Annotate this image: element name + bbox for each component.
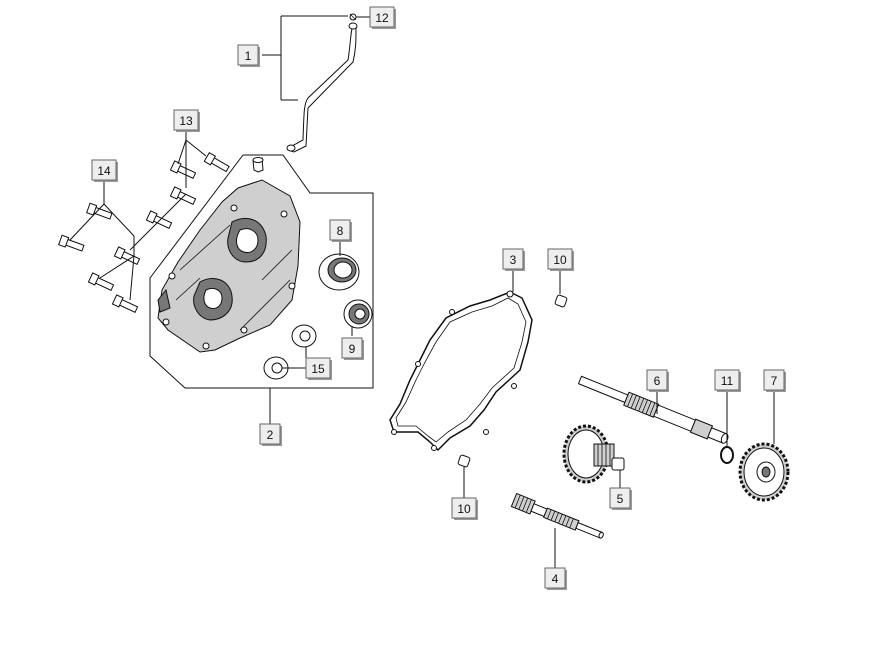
svg-text:4: 4	[552, 572, 559, 586]
callout-4: 4	[544, 567, 567, 590]
svg-text:15: 15	[311, 362, 325, 376]
part-13-bolts	[113, 151, 230, 265]
callout-9: 9	[341, 337, 364, 360]
callout-6: 6	[646, 369, 669, 392]
part-10-dowel-upper	[554, 294, 568, 308]
svg-text:1: 1	[245, 49, 252, 63]
callout-2: 2	[259, 423, 282, 446]
callout-11: 11	[714, 369, 741, 392]
part-4-shaft	[510, 492, 604, 539]
svg-text:13: 13	[179, 114, 193, 128]
callout-7: 7	[763, 369, 786, 392]
part-12-clip	[349, 13, 357, 21]
part-14-bolts	[58, 202, 139, 313]
svg-text:12: 12	[375, 11, 389, 25]
callout-10-lower: 10	[451, 497, 478, 520]
callout-13: 13	[173, 109, 200, 132]
svg-text:5: 5	[617, 492, 624, 506]
part-5-gear	[562, 424, 625, 484]
callout-12: 12	[369, 6, 396, 29]
svg-text:7: 7	[771, 374, 778, 388]
svg-text:10: 10	[553, 253, 567, 267]
svg-text:2: 2	[267, 428, 274, 442]
part-15-washers	[263, 324, 317, 380]
svg-text:9: 9	[349, 342, 356, 356]
svg-text:14: 14	[97, 164, 111, 178]
part-1-breather-pipe	[286, 22, 358, 153]
part-10-dowel-lower	[457, 454, 471, 468]
part-7-gear	[738, 442, 790, 502]
callout-5: 5	[609, 487, 632, 510]
svg-text:11: 11	[721, 374, 734, 388]
part-11-circlip	[720, 446, 734, 464]
svg-text:6: 6	[654, 374, 661, 388]
part-8-seal	[318, 253, 360, 291]
callout-1: 1	[237, 44, 260, 67]
svg-text:3: 3	[510, 253, 517, 267]
svg-text:10: 10	[457, 502, 471, 516]
part-3-gasket	[389, 290, 533, 452]
leader-lines	[69, 15, 775, 568]
part-6-shaft	[577, 375, 729, 444]
part-9-bearing	[343, 299, 373, 329]
svg-text:8: 8	[337, 224, 344, 238]
callout-15: 15	[305, 357, 332, 380]
callout-8: 8	[329, 219, 352, 242]
callout-14: 14	[91, 159, 118, 182]
callout-3: 3	[502, 248, 525, 271]
part-2-cover-assembly	[149, 154, 374, 389]
callout-10-upper: 10	[547, 248, 574, 271]
